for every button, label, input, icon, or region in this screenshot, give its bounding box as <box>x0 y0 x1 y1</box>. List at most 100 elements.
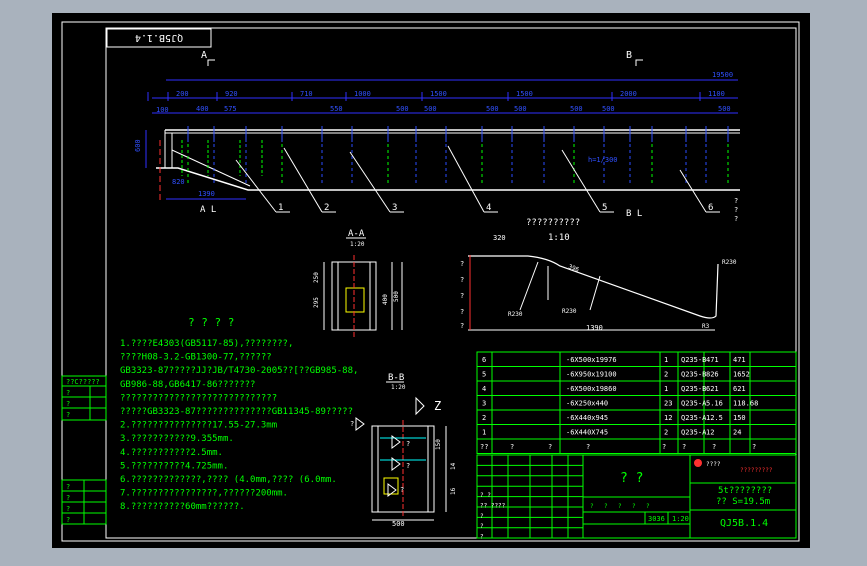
profile-dim: 320 <box>493 234 506 242</box>
bom-spec: -6X500x19976 <box>566 356 617 364</box>
section-a-end: A L <box>200 205 216 215</box>
top-dim-label: 1000 <box>354 90 371 98</box>
grid-label: ? <box>618 503 622 510</box>
profile-title: ?????????? <box>526 218 580 228</box>
end-mark: ? <box>734 206 738 214</box>
grid-label-row: ? ? ? ? ? <box>590 503 650 510</box>
profile-mark: ? <box>460 276 464 284</box>
part-number: 4 <box>486 203 491 213</box>
section-bb-mark: ? <box>406 440 410 448</box>
bom-spec: -6X950x19100 <box>566 371 617 379</box>
section-b-arrow <box>635 59 643 66</box>
end-marks: ? ? ? <box>734 197 738 223</box>
section-a-label: A <box>201 50 207 61</box>
bom-frame <box>476 351 797 454</box>
bom-spec: -6X500x19860 <box>566 385 617 393</box>
bom-spec: -6X440x945 <box>566 414 608 422</box>
sub-dim-label: 550 <box>330 105 343 113</box>
girder-slope-inner <box>171 149 251 187</box>
section-bb-z: Z <box>434 399 441 413</box>
profile-mark: ? <box>460 308 464 316</box>
bom-qty: 1 <box>664 356 668 364</box>
bom-header: ? <box>752 443 756 451</box>
company-sub: ????????? <box>740 467 773 474</box>
code-tag: QJ5B.1.4 <box>135 32 183 43</box>
top-dim-label: 1500 <box>516 90 533 98</box>
side-stamp-row: ? <box>66 516 70 524</box>
section-bb-side: 14 <box>450 462 457 470</box>
profile-curve <box>468 255 719 319</box>
bom-header: ? <box>662 443 666 451</box>
bom-material: Q235-B <box>681 385 706 393</box>
bom-total: 471 <box>733 356 746 364</box>
bom-header: ? <box>510 443 514 451</box>
note-line: 4.???????????2.5mm. <box>120 448 223 458</box>
drawing-sheet <box>52 13 810 548</box>
stiffeners <box>181 126 729 184</box>
part-leader-line <box>283 147 323 213</box>
top-dim-label: 100 <box>156 106 169 114</box>
note-line: 6.?????????????,???? (4.0mm,???? (6.0mm. <box>120 475 337 485</box>
bom-total: 621 <box>733 385 746 393</box>
product-span: ?? S=19.5m <box>716 497 770 507</box>
section-bb-mark: ? <box>350 420 354 428</box>
profile-left-marks: ? ? ? ? ? <box>460 260 464 330</box>
height-dim: 600 <box>134 139 142 152</box>
top-dim-label: 920 <box>225 90 238 98</box>
note-line: GB986-88,GB6417-86??????? <box>120 380 255 390</box>
bom-header: ?? <box>480 443 488 451</box>
sub-dim-label: 500 <box>570 105 583 113</box>
note-line: GB3323-87?????JJ?JB/T4730-2005??[??GB985… <box>120 366 358 376</box>
note-line: ?????GB3323-87??????????????GB11345-89??… <box>120 407 353 417</box>
sub-dim-label: 500 <box>718 105 731 113</box>
section-a-arrow <box>207 59 215 66</box>
profile-leader <box>519 261 601 311</box>
section-aa-scale: 1:20 <box>350 241 365 248</box>
title-grid-label: ? <box>480 523 484 530</box>
girder-bottom-flange <box>156 167 740 191</box>
bom-header: ? <box>586 443 590 451</box>
part-leader-line <box>235 159 277 213</box>
sub-dim-label: 500 <box>514 105 527 113</box>
sub-dim-label: 400 <box>196 105 209 113</box>
bom-no: 6 <box>482 356 486 364</box>
bom-unit: 621 <box>706 385 719 393</box>
end-mark: ? <box>734 215 738 223</box>
outer-frame <box>61 21 800 542</box>
side-stamp-row: ? <box>66 389 70 397</box>
bom-header: ? <box>712 443 716 451</box>
title-left-grid: ? ??? ??????? <box>477 455 583 541</box>
section-aa-inner <box>345 287 365 313</box>
side-stamp-row: ? <box>66 400 70 408</box>
bom-material: Q235-B <box>681 356 706 364</box>
drawing-name: ? ? <box>620 471 643 486</box>
section-bb-arrow <box>355 417 401 497</box>
bom-material: Q235-A <box>681 429 707 437</box>
part-leader-line <box>349 151 391 213</box>
bom-no: 2 <box>482 414 486 422</box>
section-aa-title: A-A <box>348 229 365 239</box>
profile-dim: R230 <box>722 259 737 266</box>
bom-no: 5 <box>482 371 486 379</box>
section-bb-stiffener <box>380 437 426 461</box>
left-dim-1390: 1390 <box>198 190 215 198</box>
title-grid-label: ?? ???? <box>480 502 506 509</box>
notes-title: ? ? ? ? <box>188 316 234 329</box>
top-dim-label: 1100 <box>708 90 725 98</box>
side-stamp-row: ? <box>66 494 70 502</box>
bom-unit: 12.5 <box>706 414 723 422</box>
left-dim-820: 820 <box>172 178 185 186</box>
part-number: 2 <box>324 203 329 213</box>
bom-qty: 23 <box>664 400 672 408</box>
top-dim-label: 2000 <box>620 90 637 98</box>
bom-spec: -6X250x440 <box>566 400 608 408</box>
bom-header: ? <box>548 443 552 451</box>
title-scale: 1:20 <box>672 515 689 523</box>
note-line: 5.??????????4.725mm. <box>120 461 228 471</box>
inner-frame <box>105 27 797 539</box>
section-aa-dim: 400 <box>382 294 389 305</box>
profile-mark: ? <box>460 322 464 330</box>
